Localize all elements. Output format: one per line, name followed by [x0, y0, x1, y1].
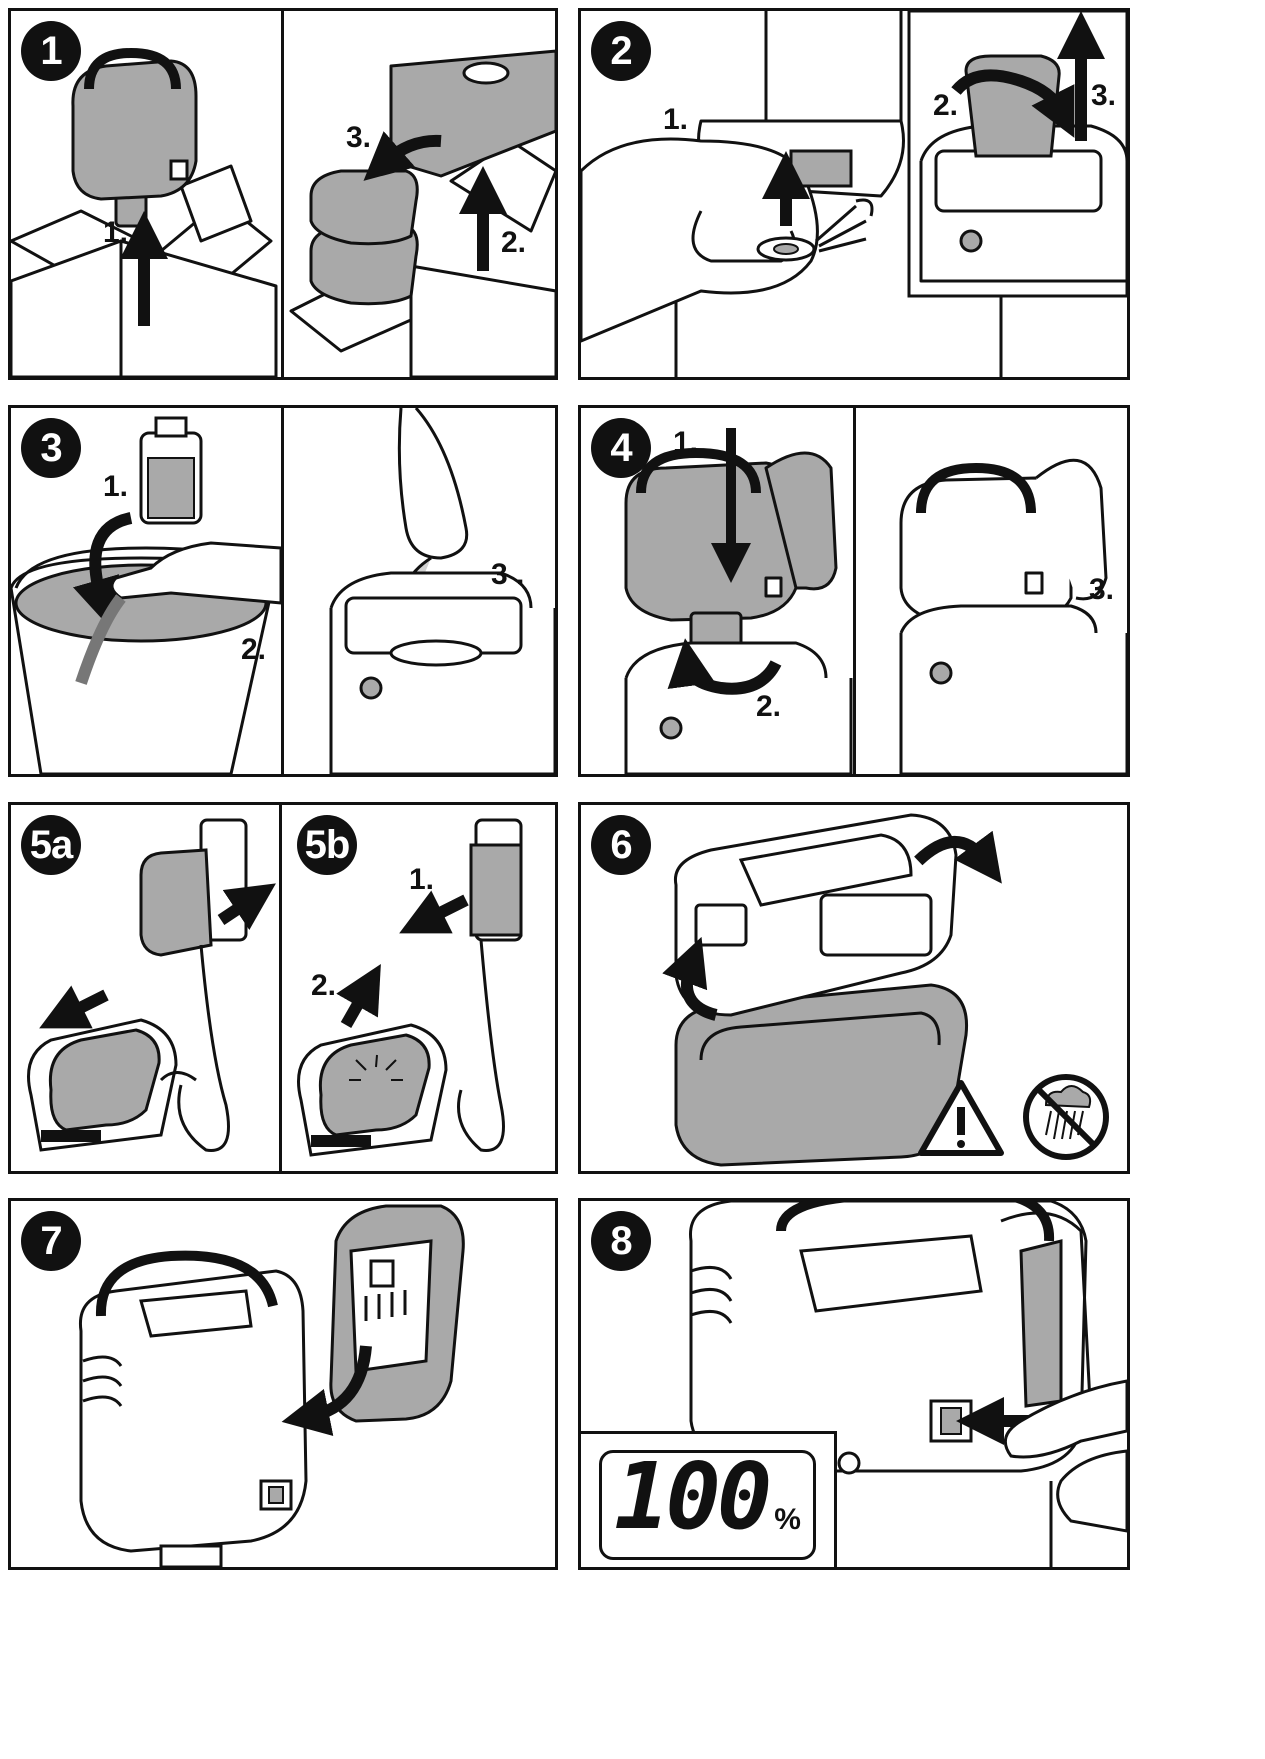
- step-label: 2.: [241, 633, 267, 666]
- lcd-screen: 100 %: [599, 1450, 816, 1560]
- illustration-insert-battery: [662, 813, 1109, 1167]
- step-3-panel: 3 1. 2. 3 .: [8, 405, 558, 777]
- step-label: 2.: [756, 690, 782, 723]
- illustration-charge-battery: [27, 818, 523, 1157]
- step-label: 2.: [933, 89, 959, 122]
- step-label: 1.: [103, 470, 129, 503]
- charge-level-value: 100: [614, 1443, 772, 1550]
- step-label: 1.: [663, 103, 689, 136]
- step-badge: 5a: [21, 815, 81, 875]
- step-label: 3.: [346, 121, 372, 154]
- panel-divider: [281, 11, 284, 377]
- step-2-panel: 2 1. 2. 3.: [578, 8, 1130, 380]
- step-8-panel: 8 100 %: [578, 1198, 1130, 1570]
- charge-level-unit: %: [774, 1503, 801, 1536]
- step-label: 1.: [673, 426, 699, 459]
- step-label: 3.: [1091, 79, 1117, 112]
- illustration-unpack-sprayer: [11, 47, 555, 377]
- step-badge: 2: [591, 21, 651, 81]
- step-label: 3 .: [491, 558, 525, 591]
- step-badge: 6: [591, 815, 651, 875]
- panel-divider: [279, 805, 282, 1171]
- step-label: 2.: [501, 226, 527, 259]
- step-label: 1.: [103, 216, 129, 249]
- step-badge: 1: [21, 21, 81, 81]
- illustration-attach-pump-unit: [624, 428, 1127, 774]
- illustration-switch-on: [689, 1201, 1127, 1567]
- step-label: 1.: [409, 863, 435, 896]
- step-badge: 3: [21, 418, 81, 478]
- step-5-panel: 5a 5b 1. 2.: [8, 802, 558, 1174]
- step-6-panel: 6: [578, 802, 1130, 1174]
- illustration-fill-tank: [11, 408, 555, 774]
- step-4-panel: 4 1. 2. 3.: [578, 405, 1130, 777]
- illustration-attach-battery-to-sprayer: [78, 1204, 465, 1567]
- step-badge: 7: [21, 1211, 81, 1271]
- charge-display: 100 %: [581, 1431, 837, 1567]
- step-badge: 8: [591, 1211, 651, 1271]
- step-7-panel: 7: [8, 1198, 558, 1570]
- step-label: 3.: [1089, 573, 1115, 606]
- panel-divider: [853, 408, 856, 774]
- illustration-remove-cap-seal: [581, 11, 1127, 377]
- step-badge: 4: [591, 418, 651, 478]
- step-badge: 5b: [297, 815, 357, 875]
- step-label: 2.: [311, 969, 337, 1002]
- step-1-panel: 1 1. 3. 2.: [8, 8, 558, 380]
